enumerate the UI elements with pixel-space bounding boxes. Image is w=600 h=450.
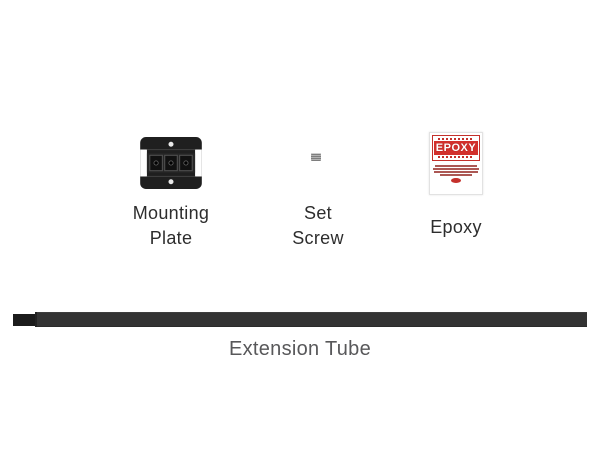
epoxy-microtext-top bbox=[438, 138, 474, 140]
mounting-plate-label-line2: Plate bbox=[149, 228, 193, 248]
epoxy-label: Epoxy bbox=[381, 215, 531, 240]
mounting-plate-label-line1: Mounting bbox=[132, 203, 210, 223]
fineprint-line bbox=[433, 168, 479, 170]
epoxy-label-text: Epoxy bbox=[430, 217, 482, 237]
mounting-plate-label: Mounting Plate bbox=[96, 201, 246, 251]
set-screw-label-line1: Set bbox=[304, 203, 332, 223]
extension-tube-tip bbox=[13, 314, 35, 326]
fineprint-line bbox=[434, 171, 478, 173]
fineprint-line bbox=[440, 174, 472, 176]
epoxy-fineprint-lines bbox=[430, 165, 482, 176]
extension-tube-label: Extension Tube bbox=[228, 338, 372, 360]
epoxy-packet-icon: EPOXY bbox=[429, 132, 483, 195]
epoxy-microtext-bottom bbox=[438, 156, 474, 158]
epoxy-package-title: EPOXY bbox=[434, 141, 478, 155]
mounting-plate-graphic bbox=[140, 137, 202, 189]
extension-tube-icon bbox=[35, 312, 587, 327]
epoxy-label-box: EPOXY bbox=[432, 135, 480, 161]
fineprint-line bbox=[435, 165, 477, 167]
mounting-plate-icon bbox=[140, 137, 202, 189]
epoxy-seal-logo bbox=[451, 177, 461, 183]
set-screw-icon bbox=[311, 153, 321, 161]
set-screw-label: Set Screw bbox=[243, 201, 393, 251]
set-screw-label-line2: Screw bbox=[292, 228, 344, 248]
